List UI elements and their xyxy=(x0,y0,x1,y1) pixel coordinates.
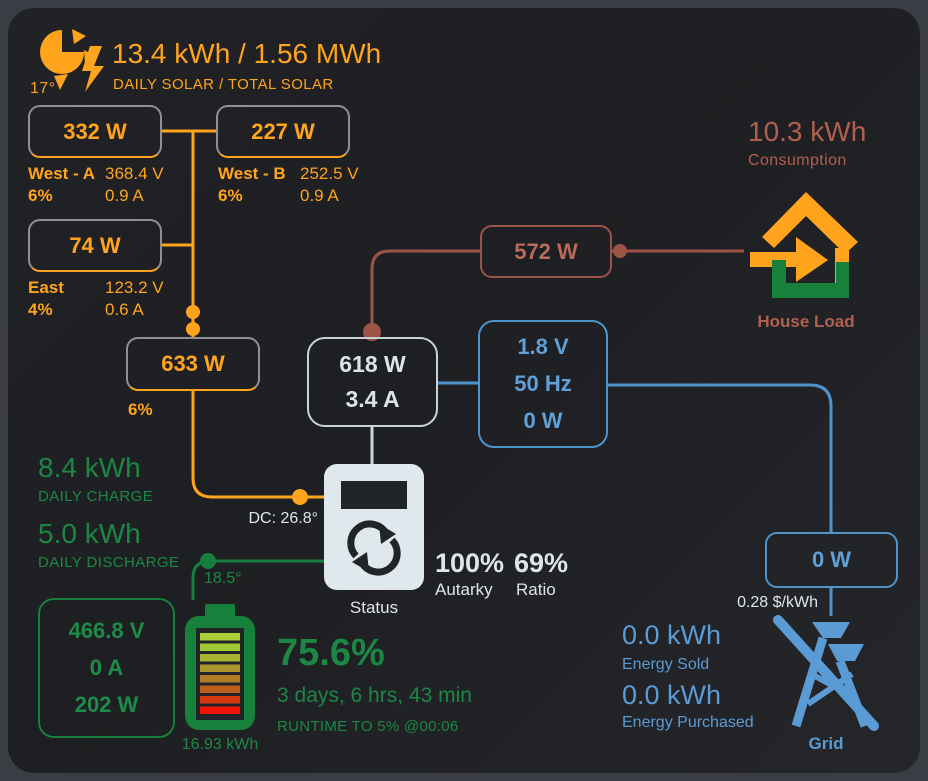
pv-total-percent: 6% xyxy=(128,400,153,419)
pv1-voltage[interactable]: 368.4 V xyxy=(105,164,164,183)
grid-label: Grid xyxy=(808,734,844,753)
inverter-status-label[interactable]: Status xyxy=(349,598,399,617)
battery-capacity: 16.93 kWh xyxy=(181,736,259,753)
energy-sold-value[interactable]: 0.0 kWh xyxy=(622,620,722,650)
solar-sun-icon[interactable] xyxy=(28,26,112,94)
battery-icon[interactable] xyxy=(183,604,257,732)
pv3-current[interactable]: 0.6 A xyxy=(105,300,144,319)
aux-power: 0 W xyxy=(523,408,563,433)
grid-tariff: 0.28 $/kWh xyxy=(737,594,818,611)
inverter-dc-current: 3.4 A xyxy=(345,386,400,412)
pv3-percent: 4% xyxy=(28,300,53,319)
house-load-label: House Load xyxy=(757,312,855,331)
ratio-value: 69% xyxy=(514,548,569,578)
inverter-dc-temp: DC: 26.8° xyxy=(248,510,318,527)
grid-power: 0 W xyxy=(811,547,852,572)
daily-discharge-value[interactable]: 5.0 kWh xyxy=(38,518,141,549)
energy-purchased-label: Energy Purchased xyxy=(622,714,754,731)
battery-runtime: 3 days, 6 hrs, 43 min xyxy=(277,684,472,707)
solar-subtitle: DAILY SOLAR / TOTAL SOLAR xyxy=(113,76,334,93)
battery-power: 202 W xyxy=(74,692,139,717)
ratio-label: Ratio xyxy=(516,580,556,599)
pv2-power-box[interactable]: 227 W xyxy=(216,105,350,158)
solar-title[interactable]: 13.4 kWh / 1.56 MWh xyxy=(112,38,382,69)
pv3-name: East xyxy=(28,278,64,297)
consumption-label: Consumption xyxy=(748,152,847,169)
pv1-percent: 6% xyxy=(28,186,53,205)
pv2-power: 227 W xyxy=(251,118,315,144)
energy-purchased-value[interactable]: 0.0 kWh xyxy=(622,680,722,710)
daily-charge-label: DAILY CHARGE xyxy=(38,488,154,505)
pv1-current[interactable]: 0.9 A xyxy=(105,186,144,205)
autarky-label: Autarky xyxy=(435,580,493,599)
consumption-value[interactable]: 10.3 kWh xyxy=(748,116,867,147)
pv3-power-box[interactable]: 74 W xyxy=(28,219,162,272)
daily-discharge-label: DAILY DISCHARGE xyxy=(38,554,180,571)
pv3-voltage[interactable]: 123.2 V xyxy=(105,278,164,297)
aux-ac-box[interactable]: 1.8 V 50 Hz 0 W xyxy=(478,320,608,448)
inverter-dc-box[interactable]: 618 W 3.4 A xyxy=(307,337,438,427)
inverter-dc-power: 618 W xyxy=(339,351,406,377)
pv-total-power: 633 W xyxy=(161,351,225,376)
pv1-name: West - A xyxy=(28,164,96,183)
autarky-value: 100% xyxy=(435,548,505,578)
aux-frequency: 50 Hz xyxy=(514,371,572,396)
pv2-current[interactable]: 0.9 A xyxy=(300,186,339,205)
load-power: 572 W xyxy=(514,238,578,264)
load-power-box[interactable]: 572 W xyxy=(480,225,612,278)
daily-charge-value[interactable]: 8.4 kWh xyxy=(38,452,141,483)
pv2-voltage[interactable]: 252.5 V xyxy=(300,164,359,183)
battery-voltage: 466.8 V xyxy=(68,618,145,643)
battery-soc[interactable]: 75.6% xyxy=(277,632,385,674)
pv1-power-box[interactable]: 332 W xyxy=(28,105,162,158)
battery-current: 0 A xyxy=(89,655,124,680)
pv2-percent: 6% xyxy=(218,186,243,205)
solar-temp: 17° xyxy=(30,80,56,97)
battery-stats-box[interactable]: 466.8 V 0 A 202 W xyxy=(38,598,175,738)
house-load-icon[interactable] xyxy=(750,190,862,302)
power-flow-card: 17° 13.4 kWh / 1.56 MWh DAILY SOLAR / TO… xyxy=(8,8,920,773)
energy-sold-label: Energy Sold xyxy=(622,656,710,673)
grid-tower-off-icon[interactable] xyxy=(770,614,882,732)
pv-total-power-box[interactable]: 633 W xyxy=(126,337,260,391)
battery-runtime-label: RUNTIME TO 5% @00:06 xyxy=(277,718,459,735)
aux-voltage: 1.8 V xyxy=(517,334,569,359)
battery-temp: 18.5° xyxy=(204,570,242,587)
pv1-power: 332 W xyxy=(63,118,127,144)
pv2-name: West - B xyxy=(218,164,286,183)
grid-power-box[interactable]: 0 W xyxy=(765,532,898,588)
pv3-power: 74 W xyxy=(69,232,121,258)
inverter-icon[interactable] xyxy=(324,464,424,590)
